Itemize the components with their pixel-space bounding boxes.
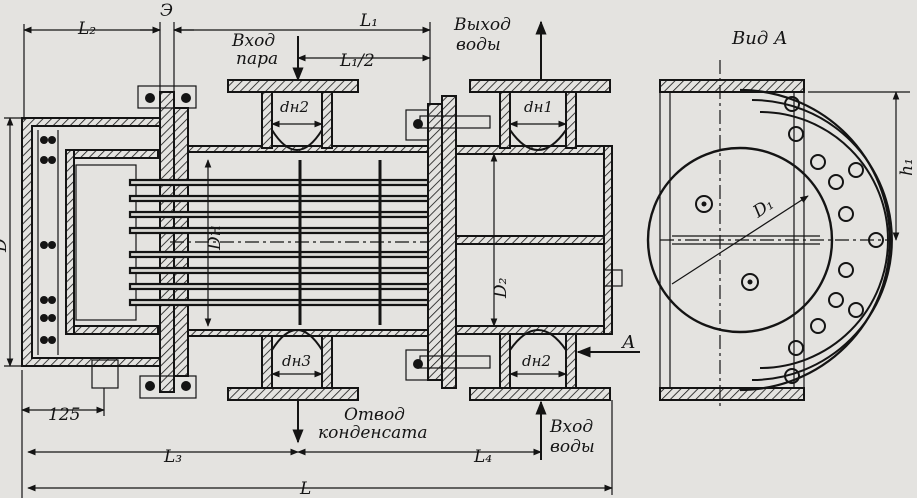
label-condensate-1: Отвод — [344, 405, 405, 425]
label-l3: L₃ — [163, 447, 182, 467]
label-l: L — [299, 479, 311, 498]
condensate-nozzle — [227, 329, 359, 401]
label-l1-half: L₁/2 — [339, 51, 375, 71]
label-dn3: dн3 — [282, 352, 311, 370]
label-water-in-2: воды — [550, 437, 595, 457]
label-view-a: Вид А — [731, 28, 788, 49]
label-d: D — [0, 238, 11, 253]
label-l2: L₂ — [77, 19, 96, 39]
label-125: 125 — [48, 405, 80, 425]
label-l4: L₄ — [473, 447, 492, 467]
label-steam-in-1: Вход — [231, 31, 275, 51]
label-dn2-bottom: dн2 — [522, 352, 551, 370]
main-view — [21, 20, 640, 460]
water-inlet-nozzle — [469, 329, 611, 401]
label-steam-in-2: пара — [236, 49, 278, 69]
label-water-in-1: Вход — [549, 417, 593, 437]
label-water-out-1: Выход — [453, 15, 511, 35]
dimension-lines — [4, 22, 613, 498]
label-d2: D₂ — [491, 277, 511, 299]
label-e: Э — [160, 1, 173, 21]
label-dn: Dн — [205, 225, 225, 251]
label-dn1: dн1 — [524, 98, 553, 116]
water-chamber — [455, 145, 623, 335]
label-l1: L₁ — [359, 11, 378, 31]
right-tube-sheet — [405, 95, 491, 389]
view-a-drawing — [646, 60, 910, 410]
label-h1: h₁ — [897, 158, 917, 176]
left-cover — [21, 117, 171, 367]
label-condensate-2: конденсата — [318, 423, 428, 443]
water-outlet-nozzle — [469, 79, 611, 151]
label-water-out-2: воды — [456, 35, 501, 55]
label-a: А — [620, 332, 636, 353]
label-dn2-top: dн2 — [280, 98, 309, 116]
